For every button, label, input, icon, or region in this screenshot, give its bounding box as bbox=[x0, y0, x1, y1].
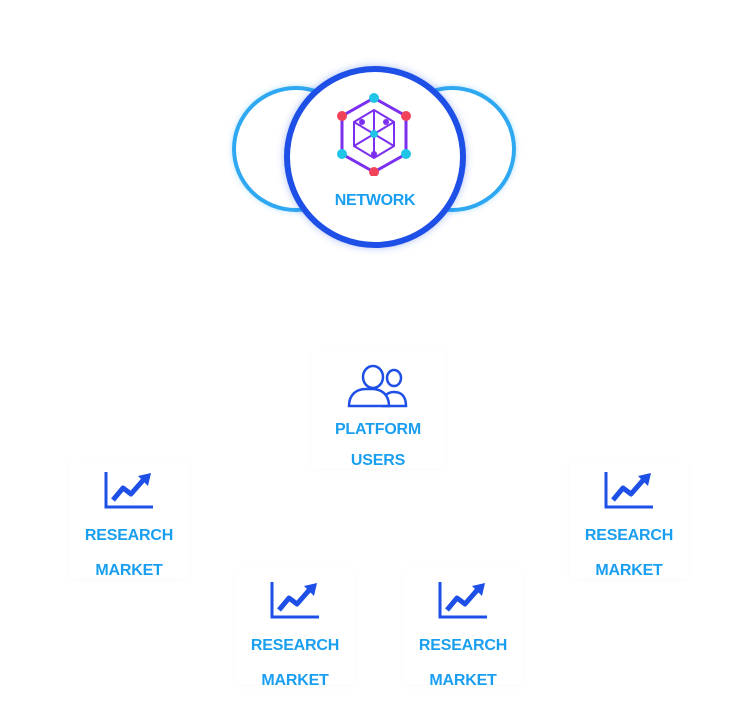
research-market-label-line1: RESEARCH bbox=[250, 637, 340, 654]
trend-chart-icon bbox=[438, 582, 487, 619]
platform-users-label-line2: USERS bbox=[350, 452, 406, 469]
research-market-label-line1: RESEARCH bbox=[418, 637, 508, 654]
users-icon bbox=[347, 364, 408, 408]
network-hexagon-icon bbox=[337, 93, 411, 176]
platform-users-card: PLATFORM USERS bbox=[312, 346, 444, 469]
research-market-label-line1: RESEARCH bbox=[584, 527, 674, 544]
research-market-card: RESEARCH MARKET bbox=[570, 458, 688, 579]
trend-chart-icon bbox=[270, 582, 319, 619]
trend-chart-icon bbox=[604, 472, 653, 509]
research-market-label-line2: MARKET bbox=[95, 562, 163, 579]
research-market-label-line1: RESEARCH bbox=[84, 527, 174, 544]
research-market-card: RESEARCH MARKET bbox=[404, 568, 522, 689]
platform-users-label-line1: PLATFORM bbox=[334, 421, 422, 438]
trend-chart-icon bbox=[104, 472, 153, 509]
research-market-label-line2: MARKET bbox=[261, 672, 329, 689]
research-market-card: RESEARCH MARKET bbox=[70, 458, 188, 579]
research-market-label-line2: MARKET bbox=[595, 562, 663, 579]
research-market-label-line2: MARKET bbox=[429, 672, 497, 689]
network-label: NETWORK bbox=[334, 192, 416, 209]
research-market-card: RESEARCH MARKET bbox=[236, 568, 354, 689]
